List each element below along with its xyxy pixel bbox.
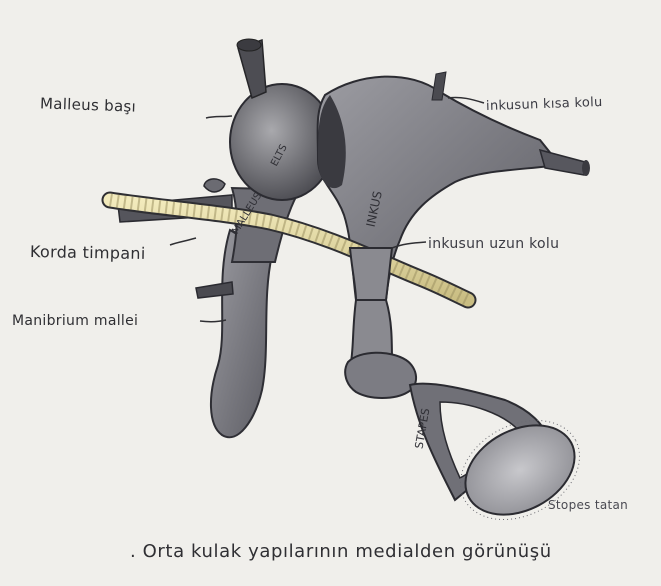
leader-manubrium: [200, 320, 226, 322]
label-stapes-base: Stopes tatan: [548, 498, 628, 512]
label-incus-long-process: inkusun uzun kolu: [428, 236, 559, 252]
incus-short-process-ligament: [540, 150, 585, 175]
malleus-lateral-process: [204, 179, 225, 192]
leader-malleus-head: [206, 116, 232, 118]
label-manubrium: Manibrium mallei: [12, 313, 138, 329]
stapes-head: [345, 353, 416, 398]
leader-chorda: [170, 238, 196, 245]
figure-caption: . Orta kulak yapılarının medialden görün…: [130, 541, 552, 562]
label-malleus-head: Malleus başı: [40, 94, 137, 115]
label-chorda-tympani: Korda timpani: [30, 242, 146, 263]
